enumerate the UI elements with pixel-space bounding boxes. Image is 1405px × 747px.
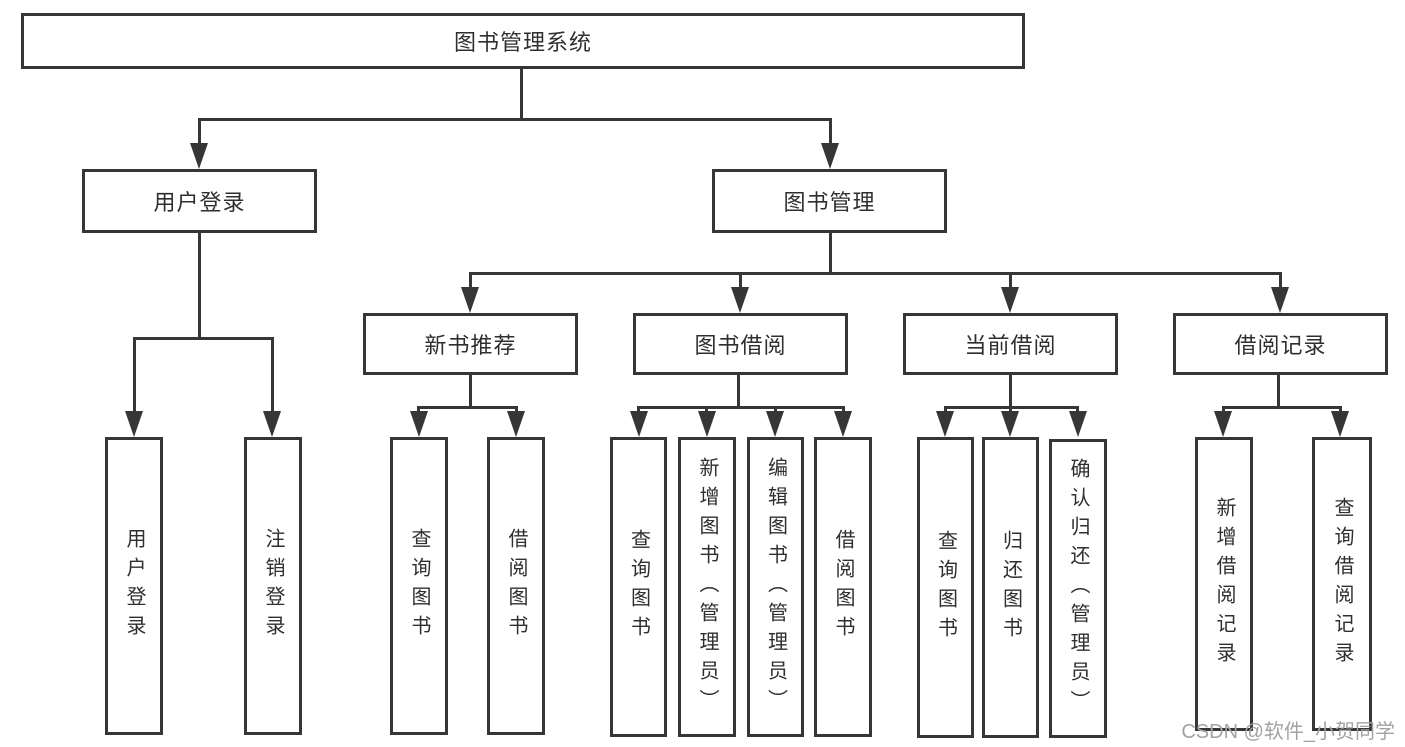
arrow-down-icon xyxy=(125,411,143,437)
connector-line xyxy=(469,375,472,409)
arrow-down-icon xyxy=(1001,287,1019,313)
leaf-query-books-borrowing: 查询图书 xyxy=(610,437,667,737)
arrow-down-icon xyxy=(1271,287,1289,313)
leaf-add-borrow-record: 新增借阅记录 xyxy=(1195,437,1253,731)
arrow-down-icon xyxy=(698,411,716,437)
connector-line xyxy=(133,337,136,417)
leaf-user-login: 用户登录 xyxy=(105,437,163,735)
node-library-management-system: 图书管理系统 xyxy=(21,13,1025,69)
leaf-label: 借阅图书 xyxy=(832,529,854,645)
arrow-down-icon xyxy=(766,411,784,437)
connector-line xyxy=(739,272,742,292)
node-label: 新书推荐 xyxy=(424,333,517,358)
arrow-down-icon xyxy=(1069,411,1087,437)
connector-line xyxy=(469,272,1281,275)
arrow-down-icon xyxy=(1001,411,1019,437)
leaf-query-books-recommend: 查询图书 xyxy=(390,437,448,735)
node-user-login: 用户登录 xyxy=(82,169,317,233)
connector-line xyxy=(520,69,523,120)
arrow-down-icon xyxy=(821,143,839,169)
connector-line xyxy=(198,118,832,121)
connector-line xyxy=(1009,375,1012,409)
connector-line xyxy=(198,118,201,150)
node-borrowing-records: 借阅记录 xyxy=(1173,313,1388,375)
leaf-label: 查询图书 xyxy=(934,529,957,646)
connector-line xyxy=(737,375,740,409)
leaf-label: 新增借阅记录 xyxy=(1213,497,1235,671)
arrow-down-icon xyxy=(263,411,281,437)
leaf-borrow-books-borrowing: 借阅图书 xyxy=(814,437,872,737)
arrow-down-icon xyxy=(630,411,648,437)
node-label: 图书管理系统 xyxy=(453,30,592,55)
arrow-down-icon xyxy=(834,411,852,437)
leaf-logout: 注销登录 xyxy=(244,437,302,735)
leaf-label: 查询图书 xyxy=(408,528,430,644)
leaf-label: 借阅图书 xyxy=(505,528,527,644)
node-label: 图书借阅 xyxy=(694,333,787,358)
node-book-management: 图书管理 xyxy=(712,169,947,233)
node-book-borrowing: 图书借阅 xyxy=(633,313,848,375)
leaf-label: 确认归还（管理员） xyxy=(1067,458,1089,719)
connector-line xyxy=(829,233,832,274)
leaf-label: 编辑图书（管理员） xyxy=(764,456,787,718)
connector-line xyxy=(1009,272,1012,292)
connector-line xyxy=(469,272,472,292)
leaf-edit-book-admin: 编辑图书（管理员） xyxy=(747,437,804,737)
leaf-label: 查询借阅记录 xyxy=(1331,497,1353,671)
arrow-down-icon xyxy=(507,411,525,437)
arrow-down-icon xyxy=(731,287,749,313)
connector-line xyxy=(133,337,274,340)
leaf-label: 注销登录 xyxy=(262,528,284,644)
leaf-query-borrow-record: 查询借阅记录 xyxy=(1312,437,1372,731)
connector-line xyxy=(1279,272,1282,292)
csdn-watermark: CSDN @软件_小贺同学 xyxy=(1181,721,1395,743)
connector-line xyxy=(198,233,201,340)
connector-line xyxy=(271,337,274,417)
leaf-label: 查询图书 xyxy=(627,529,650,645)
leaf-add-book-admin: 新增图书（管理员） xyxy=(678,437,736,737)
node-current-borrowing: 当前借阅 xyxy=(903,313,1118,375)
connector-line xyxy=(1222,406,1342,409)
arrow-down-icon xyxy=(410,411,428,437)
connector-line xyxy=(829,118,832,150)
arrow-down-icon xyxy=(1331,411,1349,437)
node-new-book-recommendation: 新书推荐 xyxy=(363,313,578,375)
leaf-label: 用户登录 xyxy=(123,528,145,644)
arrow-down-icon xyxy=(190,143,208,169)
node-label: 借阅记录 xyxy=(1234,333,1327,358)
leaf-confirm-return-admin: 确认归还（管理员） xyxy=(1049,439,1107,738)
connector-line xyxy=(637,406,845,409)
leaf-return-books: 归还图书 xyxy=(982,437,1039,738)
node-label: 用户登录 xyxy=(153,190,246,215)
arrow-down-icon xyxy=(936,411,954,437)
leaf-query-books-current: 查询图书 xyxy=(917,437,974,738)
leaf-label: 新增图书（管理员） xyxy=(696,456,718,718)
leaf-borrow-books-recommend: 借阅图书 xyxy=(487,437,545,735)
connector-line xyxy=(1277,375,1280,409)
node-label: 图书管理 xyxy=(783,190,876,215)
arrow-down-icon xyxy=(1214,411,1232,437)
node-label: 当前借阅 xyxy=(964,333,1057,358)
arrow-down-icon xyxy=(461,287,479,313)
connector-line xyxy=(417,406,518,409)
leaf-label: 归还图书 xyxy=(999,529,1022,646)
